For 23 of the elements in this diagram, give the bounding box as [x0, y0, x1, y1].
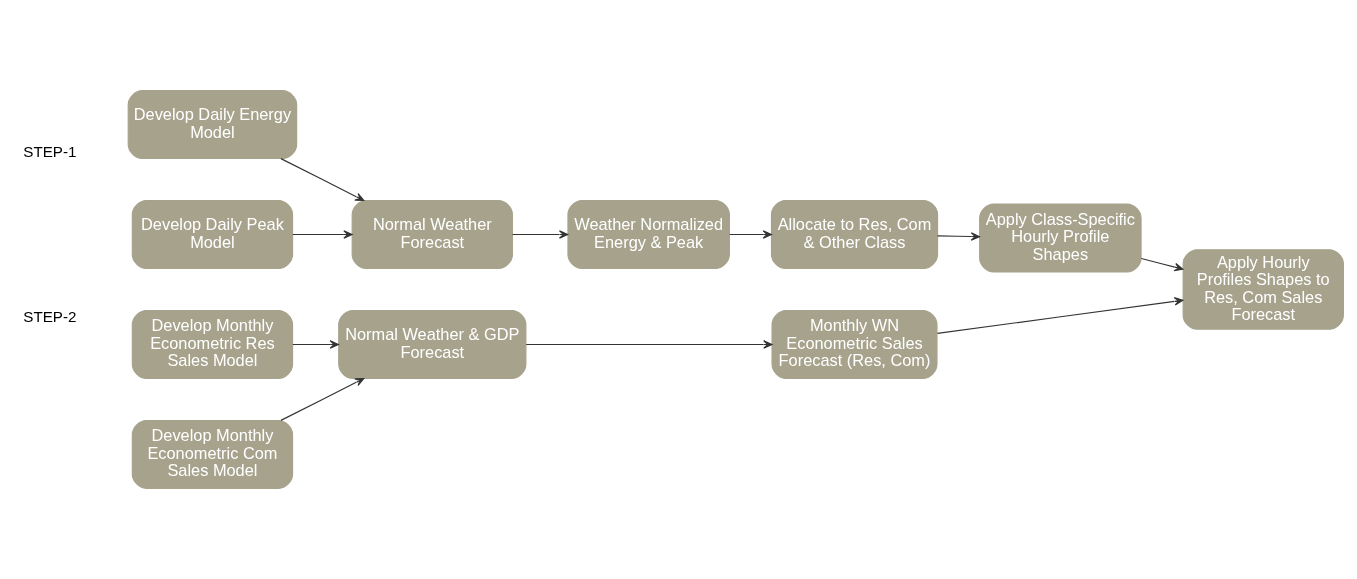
node-box: Monthly WN Econometric Sales Forecast (Res, Com) [771, 309, 938, 379]
arrow [292, 340, 339, 349]
node-box: Weather Normalized Energy & Peak [567, 200, 730, 270]
arrow [729, 230, 772, 239]
node-box: Develop Monthly Econometric Com Sales Model [131, 419, 294, 489]
node-box: Normal Weather Forecast [351, 200, 513, 270]
arrow [280, 158, 365, 202]
arrow [280, 377, 365, 421]
label: STEP-2 [23, 307, 77, 325]
node-box: Develop Daily Peak Model [131, 200, 294, 270]
label: STEP-1 [23, 142, 77, 160]
node-box: Apply Class-Specific Hourly Profile Shapes [979, 203, 1142, 273]
node-box: Apply Hourly Profiles Shapes to Res, Com Sales Forecast [1182, 249, 1344, 330]
arrow [292, 230, 353, 239]
arrow [512, 230, 569, 239]
node-box: Allocate to Res, Com & Other Class [770, 200, 939, 270]
node-box: Normal Weather & GDP Forecast [338, 309, 527, 379]
arrow [1140, 257, 1184, 272]
arrow [937, 232, 981, 241]
arrow [525, 340, 773, 349]
node-box: Develop Monthly Econometric Res Sales Model [131, 309, 294, 379]
arrow [936, 297, 1184, 334]
node-box: Develop Daily Energy Model [127, 90, 298, 160]
